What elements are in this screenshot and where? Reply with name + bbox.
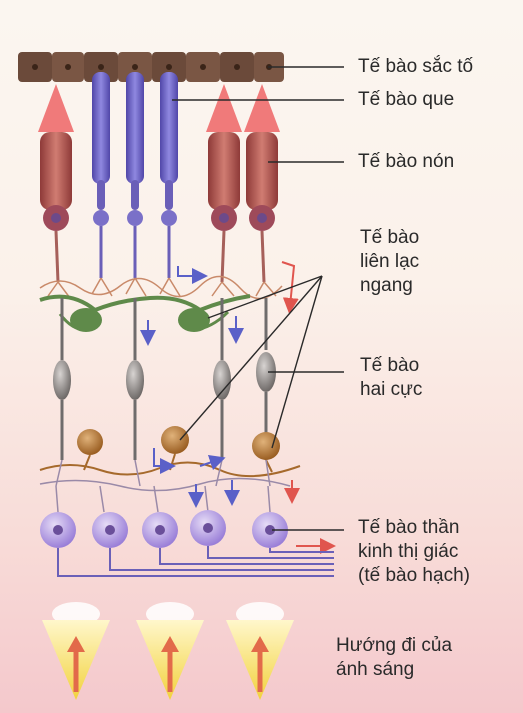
label-bipolar-cell: Tế bào hai cực <box>360 354 422 402</box>
rod-cell <box>126 72 144 278</box>
cone-cell <box>206 84 242 282</box>
label-ganglion-line-2: kinh thị giác <box>358 540 470 564</box>
pigment-cell-row <box>18 52 284 82</box>
label-horizontal-line-2: liên lạc <box>360 250 419 274</box>
light-beams <box>42 602 294 700</box>
label-light-line-2: ánh sáng <box>336 658 452 682</box>
rod-cell <box>92 72 110 278</box>
label-pigment-cell: Tế bào sắc tố <box>358 55 473 79</box>
label-horizontal-cell: Tế bào liên lạc ngang <box>360 226 419 298</box>
label-horizontal-line-1: Tế bào <box>360 226 419 250</box>
label-light-direction: Hướng đi của ánh sáng <box>336 634 452 682</box>
label-horizontal-line-3: ngang <box>360 274 419 298</box>
optic-nerve-fibers <box>58 546 334 576</box>
amacrine-cells <box>40 426 300 476</box>
light-beam <box>136 602 204 700</box>
label-ganglion-cell: Tế bào thần kinh thị giác (tế bào hạch) <box>358 516 470 588</box>
label-light-line-1: Hướng đi của <box>336 634 452 658</box>
ganglion-cells <box>40 510 288 548</box>
label-ganglion-line-1: Tế bào thần <box>358 516 470 540</box>
signal-arrows <box>148 262 328 546</box>
label-bipolar-line-2: hai cực <box>360 378 422 402</box>
rod-cells <box>92 72 178 278</box>
label-rod-cell: Tế bào que <box>358 88 454 112</box>
rod-cell <box>160 72 178 278</box>
light-beam <box>226 602 294 700</box>
label-bipolar-line-1: Tế bào <box>360 354 422 378</box>
cone-cells <box>38 84 280 282</box>
bipolar-cell <box>126 298 144 460</box>
label-cone-cell: Tế bào nón <box>358 150 454 174</box>
inner-synaptic-layer <box>40 460 290 512</box>
cone-cell <box>38 84 74 282</box>
light-beam <box>42 602 110 700</box>
cone-cell <box>244 84 280 282</box>
label-ganglion-line-3: (tế bào hạch) <box>358 564 470 588</box>
